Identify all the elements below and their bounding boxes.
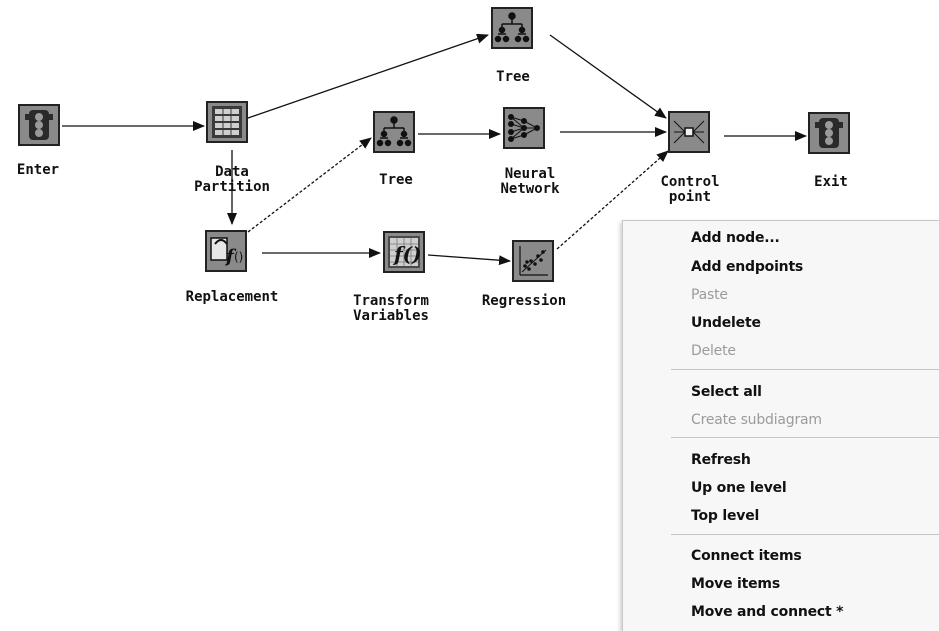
enter-node[interactable] [18,104,60,146]
menu-separator [671,437,939,438]
regression-label: Regression [481,293,567,309]
data-partition-node[interactable] [206,101,248,143]
traffic-light-icon [815,118,843,148]
regression-icon [519,246,548,276]
menu-separator [671,369,939,370]
enter-label: Enter [16,162,60,178]
transform-variables-icon: f() [388,236,422,268]
menu-item-select-all[interactable]: Select all [691,384,762,400]
neural-network-node[interactable] [503,107,545,149]
replacement-node[interactable]: f () [205,230,247,272]
tree-icon [376,116,412,147]
menu-item-add-endpoints[interactable]: Add endpoints [691,259,804,275]
replacement-label: Replacement [185,289,279,305]
menu-item-undelete[interactable]: Undelete [691,315,761,331]
data-partition-icon [212,106,242,138]
traffic-light-icon [25,110,53,140]
transform-variables-node[interactable]: f() [383,231,425,273]
tree-mid-label: Tree [379,172,413,188]
menu-item-paste: Paste [691,287,728,303]
neural-network-icon [508,114,540,142]
regression-node[interactable] [512,240,554,282]
menu-item-add-node[interactable]: Add node... [691,230,780,246]
menu-item-refresh[interactable]: Refresh [691,452,751,468]
svg-text:(): () [234,250,243,264]
menu-item-up-one-level[interactable]: Up one level [691,480,787,496]
menu-separator [671,534,939,535]
tree-icon [494,12,530,43]
exit-node[interactable] [808,112,850,154]
menu-item-delete: Delete [691,343,736,359]
edge-tree-top-control [549,34,667,119]
replacement-icon: f () [210,237,243,267]
context-menu: Add node... Add endpoints Paste Undelete… [622,220,939,631]
menu-item-create-subdiagram: Create subdiagram [691,412,822,428]
menu-item-connect-items[interactable]: Connect items [691,548,802,564]
edge-transform-regression [427,254,511,266]
edge-partition-tree-top [247,33,489,119]
menu-item-top-level[interactable]: Top level [691,508,760,524]
tree-top-node[interactable] [491,7,533,49]
control-point-icon [673,120,705,144]
exit-label: Exit [814,174,848,190]
tree-mid-node[interactable] [373,111,415,153]
menu-item-move-and-connect[interactable]: Move and connect * [691,604,844,620]
control-point-node[interactable] [668,111,710,153]
menu-item-move-items[interactable]: Move items [691,576,780,592]
svg-text:f(): f() [392,242,422,266]
tree-top-label: Tree [496,69,530,85]
edge-replacement-tree-mid [247,137,372,233]
